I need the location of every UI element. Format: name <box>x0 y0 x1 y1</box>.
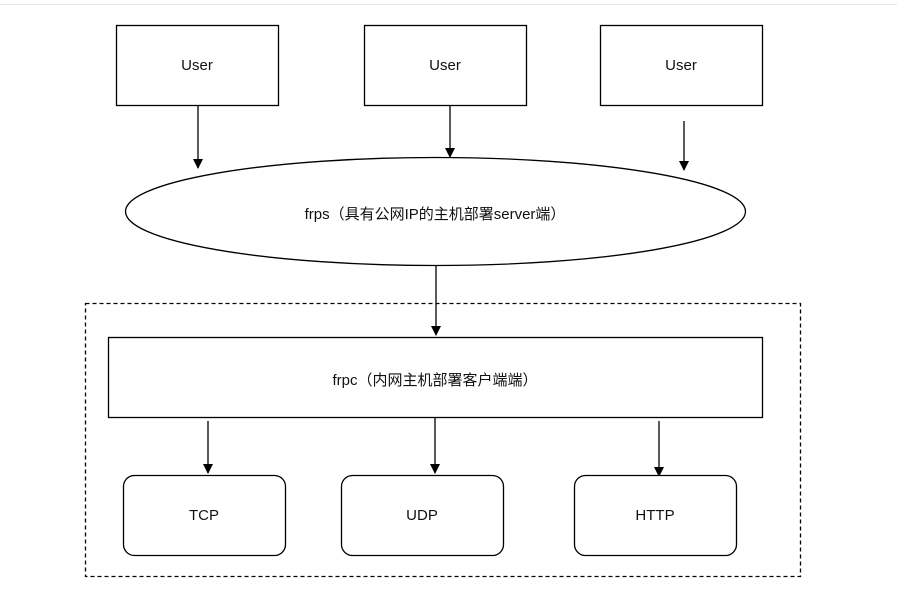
server-label: frps（具有公网IP的主机部署server端） <box>304 206 566 223</box>
user-label-3: User <box>665 57 697 74</box>
http-box <box>573 474 738 557</box>
udp-box <box>340 474 505 557</box>
tcp-label: TCP <box>189 507 219 524</box>
http-label: HTTP <box>635 507 675 524</box>
udp-label: UDP <box>406 507 438 524</box>
intranet-boundary <box>84 302 802 578</box>
user-label-1: User <box>181 57 213 74</box>
user-label-2: User <box>429 57 461 74</box>
user-box-3 <box>599 24 764 107</box>
client-box <box>107 336 764 419</box>
user-box-1 <box>115 24 280 107</box>
server-ellipse <box>124 156 747 267</box>
top-divider <box>0 0 897 5</box>
tcp-box <box>122 474 287 557</box>
client-label: frpc（内网主机部署客户端端） <box>332 372 538 389</box>
user-box-2 <box>363 24 528 107</box>
